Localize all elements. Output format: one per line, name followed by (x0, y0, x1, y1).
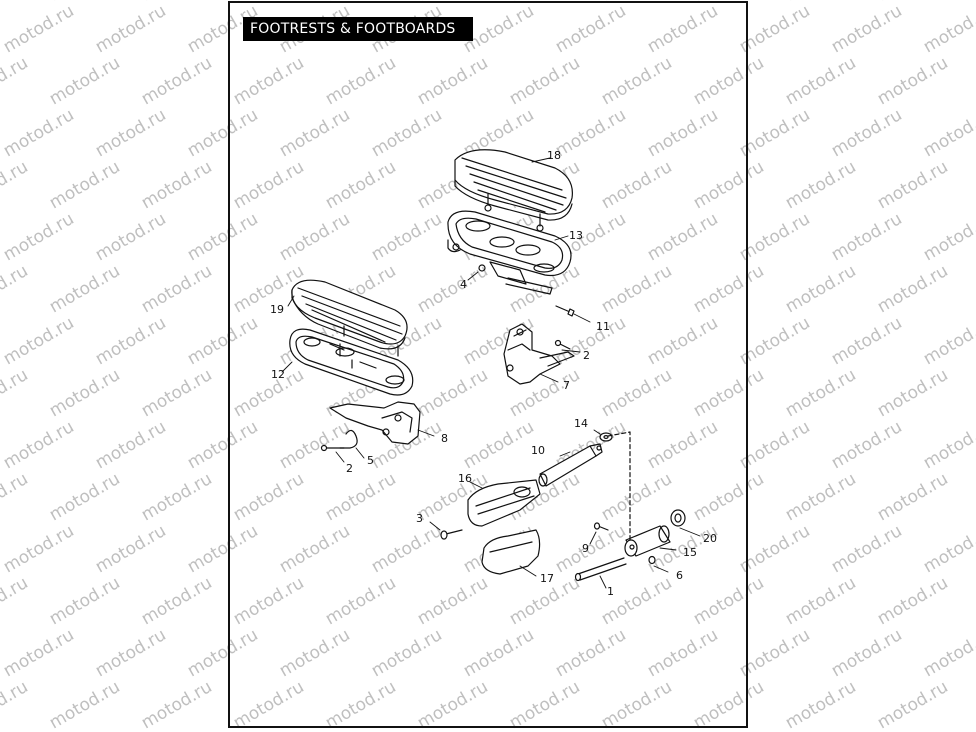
callout-label: 16 (458, 472, 472, 485)
leader-lines (281, 157, 701, 589)
callout-label: 4 (460, 278, 467, 291)
diagram-frame (228, 1, 748, 728)
callout-label: 13 (569, 229, 583, 242)
callout-label: 12 (271, 368, 285, 381)
callout-label: 9 (582, 542, 589, 555)
part-16-footrest-body (467, 479, 541, 527)
callout-label: 3 (416, 512, 423, 525)
part-18-footboard-pad (454, 149, 573, 232)
part-11-screw (555, 305, 575, 317)
part-12-footboard-bracket (289, 328, 414, 396)
part-4-nut (478, 264, 486, 272)
assembly-centerline (607, 431, 631, 541)
part-9-pin (593, 522, 609, 531)
callout-labels: 18 13 4 11 19 2 12 7 8 5 2 14 10 16 3 9 … (270, 149, 717, 598)
part-2-screw-upper (554, 339, 571, 350)
callout-label: 1 (607, 585, 614, 598)
callout-label: 18 (547, 149, 561, 162)
part-8-mount-bracket (329, 401, 421, 445)
callout-label: 5 (367, 454, 374, 467)
part-19-footboard-pad (291, 279, 408, 357)
callout-label: 2 (583, 349, 590, 362)
callout-label: 6 (676, 569, 683, 582)
callout-label: 11 (596, 320, 610, 333)
callout-label: 19 (270, 303, 284, 316)
part-13-footboard-bracket (447, 210, 572, 295)
part-14-washer (599, 432, 613, 442)
part-7-mount-bracket (503, 323, 575, 385)
part-5-clip (339, 429, 358, 449)
callout-label: 8 (441, 432, 448, 445)
part-17-rubber-pad (481, 529, 541, 575)
part-1-pin (574, 557, 627, 582)
part-2-screw-lower (320, 444, 345, 452)
callout-label: 15 (683, 546, 697, 559)
callout-label: 17 (540, 572, 554, 585)
part-20-end-cap (670, 509, 686, 527)
diagram-title: FOOTRESTS & FOOTBOARDS (243, 17, 473, 41)
part-15-peg (624, 525, 671, 557)
part-6-ring (648, 555, 656, 565)
callout-label: 2 (346, 462, 353, 475)
part-10-rod (538, 443, 603, 487)
callout-label: 10 (531, 444, 545, 457)
callout-label: 7 (563, 379, 570, 392)
callout-label: 20 (703, 532, 717, 545)
part-3-bolt (440, 529, 463, 540)
callout-label: 14 (574, 417, 588, 430)
